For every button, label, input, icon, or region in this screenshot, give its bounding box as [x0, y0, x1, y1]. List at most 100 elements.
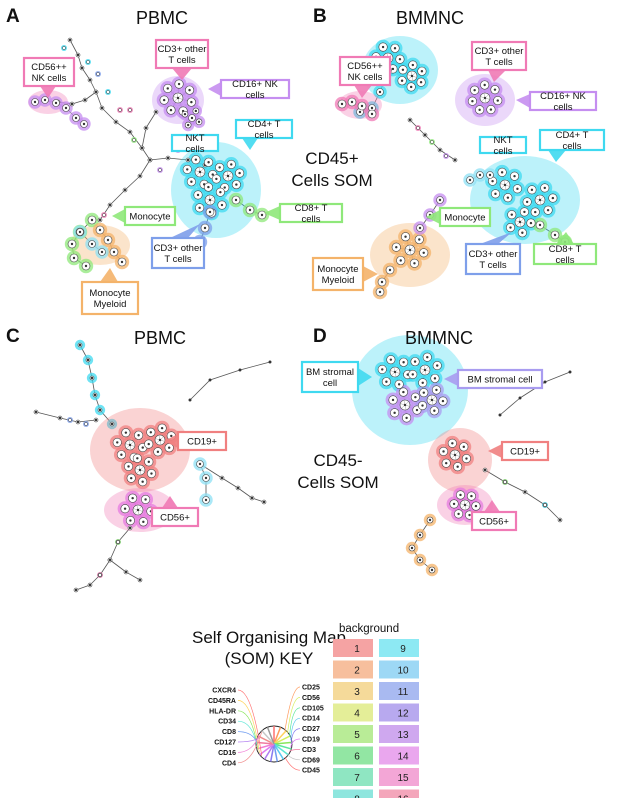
- tree-edge: [99, 559, 111, 576]
- node-center: [80, 66, 84, 70]
- callout-arrow: [164, 434, 178, 448]
- node-center: [418, 238, 421, 241]
- node-center: [419, 81, 423, 84]
- node-center: [138, 174, 142, 178]
- background-number: 16: [397, 795, 409, 798]
- callout-label: CD56++NK cells: [31, 62, 67, 84]
- callout-arrow: [208, 82, 221, 96]
- node-center: [408, 118, 412, 122]
- background-swatch: [379, 639, 419, 657]
- node-center: [158, 438, 162, 442]
- callout-label-line: cell: [323, 378, 337, 389]
- callout-label: Monocyte: [444, 213, 485, 224]
- marker-label-right: CD56: [302, 695, 320, 702]
- node-center: [208, 378, 212, 382]
- key-wheel-ray: [273, 743, 289, 756]
- node-center: [436, 364, 439, 367]
- node-center: [488, 173, 492, 177]
- node-center: [129, 519, 132, 522]
- node-center: [438, 148, 442, 152]
- node-center: [410, 546, 414, 550]
- node-center: [208, 210, 212, 214]
- background-number: 15: [397, 773, 409, 784]
- node-center: [414, 395, 417, 399]
- node-center: [196, 193, 200, 197]
- node-center: [399, 259, 402, 262]
- node-center: [378, 290, 382, 294]
- marker-label-left: CXCR4: [212, 688, 236, 695]
- node-center: [74, 588, 78, 592]
- node-center: [149, 431, 153, 434]
- background-swatch: [379, 682, 419, 700]
- node-center: [238, 368, 242, 372]
- node-center: [411, 373, 414, 376]
- background-number: 7: [354, 773, 360, 784]
- node-center: [148, 158, 152, 162]
- key-wheel-ray: [261, 730, 275, 745]
- callout-arrow: [488, 444, 502, 458]
- callout-label-line: Monocyte: [89, 288, 130, 299]
- node-center: [120, 260, 124, 264]
- panel-a-title: PBMC: [136, 8, 188, 28]
- node-center: [350, 100, 354, 104]
- marker-label-right: CD14: [302, 716, 320, 723]
- node-center: [162, 98, 166, 102]
- node-center: [112, 250, 116, 254]
- marker-leader-right: [290, 738, 301, 748]
- node-center: [110, 422, 114, 426]
- node-center: [521, 231, 524, 234]
- node-center: [220, 203, 224, 207]
- background-number: 3: [354, 687, 360, 698]
- key-wheel-ray: [269, 743, 275, 762]
- node-center: [131, 496, 134, 500]
- tree-edge: [145, 111, 157, 129]
- small-node: [430, 140, 434, 144]
- background-swatch: [333, 703, 373, 722]
- tree-edge: [75, 584, 91, 591]
- node-center: [438, 198, 442, 202]
- callout-box: [300, 360, 360, 394]
- small-node: [62, 46, 66, 50]
- node-center: [207, 161, 210, 164]
- small-node: [96, 72, 100, 76]
- key-title-1: Self Organising Map: [192, 628, 346, 647]
- key-wheel-ray: [273, 735, 291, 745]
- callout-label-line: Monocyte: [129, 212, 170, 223]
- background-number: 11: [398, 687, 409, 698]
- node-center: [88, 583, 92, 587]
- tree-edge: [499, 397, 521, 416]
- callout: CD19+: [488, 440, 550, 462]
- node-center: [404, 235, 407, 238]
- background-number: 14: [397, 752, 409, 763]
- node-center: [518, 220, 522, 224]
- node-center: [489, 108, 493, 111]
- tree-edge: [81, 67, 91, 81]
- node-center: [238, 171, 241, 175]
- node-center: [397, 383, 401, 386]
- node-center: [76, 53, 80, 57]
- callout-box: [438, 206, 492, 228]
- node-center: [188, 398, 192, 402]
- callout-arrow: [363, 266, 378, 282]
- marker-leader-right: [284, 686, 301, 731]
- key-wheel-ray: [273, 730, 287, 745]
- node-center: [551, 196, 555, 200]
- node-center: [433, 409, 436, 412]
- node-center: [186, 123, 190, 127]
- node-center: [451, 442, 454, 445]
- node-center: [70, 102, 74, 106]
- node-center: [150, 472, 153, 475]
- node-center: [137, 434, 140, 437]
- node-center: [129, 476, 133, 480]
- callout-box: [311, 256, 365, 292]
- marker-label-right: CD25: [302, 685, 320, 692]
- callout-label-line: cells: [555, 255, 574, 266]
- background-swatch: [333, 768, 373, 786]
- tree-edge: [544, 371, 571, 383]
- callout-box: [150, 506, 200, 528]
- center-label-bottom-1: CD45-: [313, 451, 362, 470]
- node-center: [391, 67, 395, 71]
